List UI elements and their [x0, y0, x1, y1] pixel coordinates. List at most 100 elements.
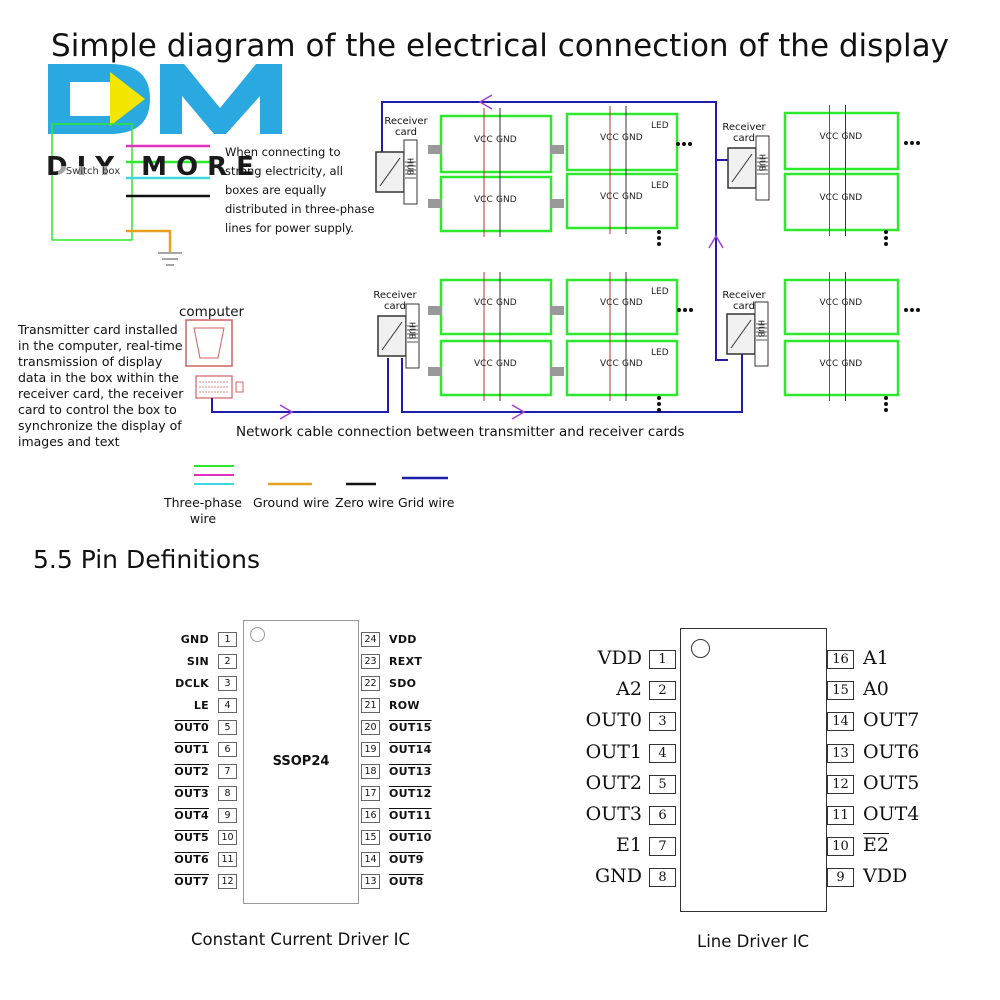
line-driver-pin-number-right: 12 [827, 774, 854, 794]
receiver-card-1: HUB [727, 135, 770, 201]
vcc-label: VCC [474, 298, 493, 308]
ssop-pin-number-right: 24 [361, 632, 380, 647]
flow-arrows [279, 94, 724, 420]
legend-three-phase: Three-phase wire [163, 495, 243, 526]
switch-box [51, 123, 133, 241]
line-driver-pin-name-left: OUT1 [585, 740, 642, 763]
hub-label: HUB [757, 320, 766, 337]
module-connector [428, 199, 442, 208]
ssop-pin-number-left: 3 [218, 676, 237, 691]
module-frame [565, 339, 679, 397]
vcc-label: VCC [820, 132, 839, 142]
ssop-pin-name-left: OUT1 [174, 743, 209, 756]
vcc-label: VCC [820, 359, 839, 369]
ssop-pin-number-right: 21 [361, 698, 380, 713]
hub-label: HUB [758, 154, 767, 171]
ground-symbol [158, 252, 182, 266]
vcc-label: VCC [820, 193, 839, 203]
ssop-pin-name-right: OUT10 [389, 831, 432, 844]
line-driver-pin-number-right: 14 [827, 712, 854, 732]
line-driver-pin-number-right: 11 [827, 806, 854, 825]
module-frame [439, 114, 553, 174]
logo-m-shape [160, 64, 282, 134]
ssop-pin-name-right: OUT14 [389, 743, 432, 756]
ssop-pin-number-right: 16 [361, 808, 380, 823]
module-frame [565, 278, 679, 336]
line-driver-pin-name-right: OUT4 [863, 803, 920, 825]
module-connector [550, 306, 564, 315]
network-caption: Network cable connection between transmi… [236, 424, 685, 440]
more-modules-dots [884, 396, 888, 412]
network-cables [211, 101, 743, 413]
ssop-pin-name-left: OUT0 [174, 721, 209, 734]
legend-ground: Ground wire [253, 495, 330, 510]
line-driver-pin-number-left: 5 [649, 774, 676, 794]
ssop-pin-name-left: OUT3 [174, 787, 209, 800]
receiver-card-2: HUB [377, 303, 420, 369]
line-driver-pin-name-right: OUT5 [863, 771, 920, 794]
line-driver-pin-number-right: 16 [827, 650, 854, 669]
led-label: LED [651, 348, 669, 358]
more-modules-dots [657, 396, 661, 412]
ssop-pin-number-left: 11 [218, 852, 237, 867]
ssop-pin-name-right: VDD [389, 633, 417, 646]
module-connector [550, 367, 564, 376]
line-driver-pin-name-left: A2 [616, 678, 642, 701]
gnd-label: GND [622, 133, 643, 143]
line-driver-pin-name-right: A0 [863, 678, 889, 701]
line-driver-pin-name-right: VDD [863, 865, 908, 888]
ssop-pin-name-left: DCLK [175, 677, 209, 690]
module-frame [783, 111, 900, 171]
hub-board [403, 139, 418, 205]
line-driver-pin-number-left: 8 [649, 868, 676, 888]
ssop-pin-number-left: 7 [218, 764, 237, 779]
gnd-label: GND [496, 298, 517, 308]
gnd-label: GND [496, 135, 517, 145]
gnd-label: GND [496, 195, 517, 205]
ssop-pin-name-left: GND [180, 633, 209, 646]
ssop-pin-number-left: 1 [218, 632, 237, 647]
section-heading: 5.5 Pin Definitions [33, 545, 261, 574]
ssop-pin-number-right: 17 [361, 786, 380, 801]
line-driver-pin-number-right: 15 [827, 681, 854, 701]
ssop-pin-name-left: OUT2 [174, 765, 209, 778]
ssop24-chip-body: SSOP24 [243, 620, 359, 904]
ssop-pin-number-left: 6 [218, 742, 237, 757]
ssop-pin-name-left: OUT4 [174, 809, 209, 822]
led-label: LED [651, 287, 669, 297]
gnd-label: GND [496, 359, 517, 369]
line-driver-pin-number-right: 13 [827, 743, 854, 763]
module-connector [428, 306, 442, 315]
diymore-logo [48, 64, 282, 134]
ssop-pin-number-right: 18 [361, 764, 380, 779]
vcc-label: VCC [600, 359, 619, 369]
ssop-pin-name-right: OUT8 [389, 875, 424, 888]
ssop-pin-name-left: OUT6 [174, 853, 209, 866]
line-driver-pin-name-left: OUT0 [585, 709, 642, 732]
more-modules-dots [677, 308, 693, 312]
page-title: Simple diagram of the electrical connect… [51, 28, 949, 64]
gnd-label: GND [842, 359, 863, 369]
ssop-pin-name-left: LE [193, 699, 209, 712]
receiver-card-3: HUB [726, 301, 769, 367]
receiver-card-0: HUB [375, 139, 418, 205]
ssop-pin-number-left: 9 [218, 808, 237, 823]
module-frame [565, 112, 679, 172]
strong-electricity-note: When connecting to strong electricity, a… [225, 145, 375, 235]
receiver-card-label: Receiver card [722, 290, 766, 312]
module-connector [550, 145, 564, 154]
ssop-pin-number-right: 14 [361, 852, 380, 867]
ssop-pin-name-left: OUT7 [174, 875, 209, 888]
ssop-pin-name-right: SDO [389, 677, 417, 690]
line-driver-pin-name-left: OUT3 [585, 803, 642, 825]
ssop-pin-name-right: ROW [389, 699, 420, 712]
